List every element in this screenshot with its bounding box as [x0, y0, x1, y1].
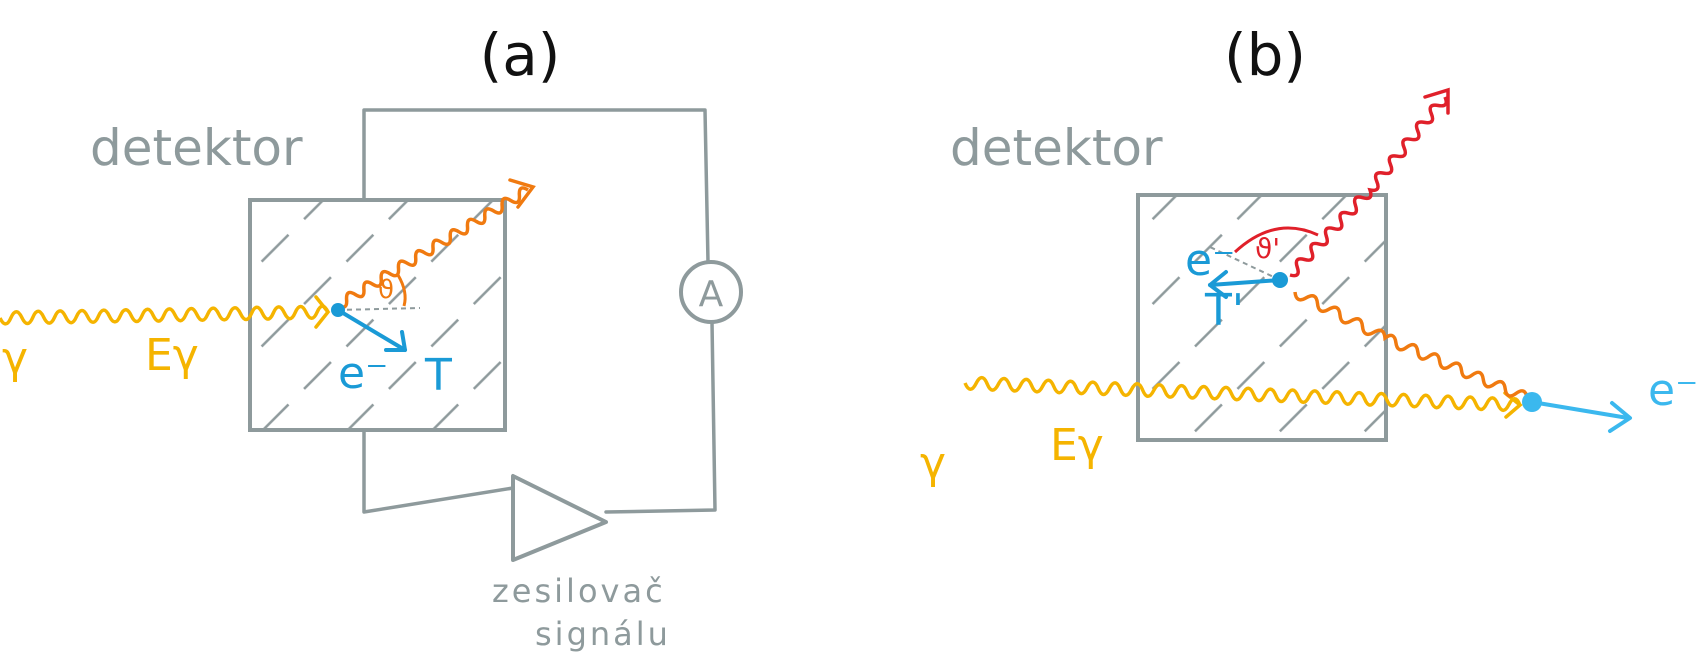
panel-a-incoming-gamma — [0, 304, 330, 326]
panel-b-outer-electron-arrowhead — [1608, 401, 1632, 433]
panel-b-energy-label: Eγ — [1050, 420, 1104, 471]
panel-a-reference-line — [337, 307, 421, 311]
panel-a-electron-label: e⁻ — [338, 348, 388, 399]
panel-b-outer-electron-label: e⁻ — [1648, 365, 1698, 416]
panel-b-detector-label: detektor — [950, 119, 1163, 177]
panel-b-inner-electron-track — [1208, 278, 1282, 287]
panel-b-inner-electron-arrowhead — [1208, 270, 1228, 299]
panel-a: (a) detektor A zesilovač signálu γ Eγ ϑ — [0, 21, 743, 653]
panel-a-kinetic-label: T — [424, 350, 452, 401]
panel-a-label: (a) — [480, 21, 561, 89]
panel-a-gamma-symbol: γ — [2, 333, 28, 384]
panel-a-detector-label: detektor — [90, 119, 303, 177]
panel-a-electron-arrowhead — [384, 330, 407, 352]
panel-b: (b) detektor γ Eγ ϑ' e⁻ T' e⁻ — [920, 21, 1698, 489]
panel-a-angle-label: ϑ — [378, 275, 394, 305]
amplifier-label-line2: signálu — [535, 615, 671, 653]
panel-b-outer-electron-track — [1530, 400, 1630, 420]
panel-a-scattered-arrowhead — [508, 178, 536, 209]
panel-a-electron-track — [336, 308, 407, 352]
panel-a-scattered-photon — [337, 186, 529, 309]
panel-b-angle-label: ϑ' — [1255, 232, 1280, 265]
panel-b-red-arrowhead — [1423, 87, 1450, 115]
panel-a-angle-arc — [396, 274, 407, 307]
panel-a-ammeter: A — [679, 260, 743, 324]
panel-b-scattered-photon-first — [1293, 291, 1529, 399]
panel-a-circuit — [362, 108, 717, 514]
panel-b-label: (b) — [1224, 21, 1306, 89]
panel-b-inner-electron-label: e⁻ — [1185, 235, 1235, 286]
panel-b-kinetic-label: T' — [1204, 285, 1244, 336]
amplifier-label-line1: zesilovač — [492, 572, 666, 610]
panel-b-gamma-symbol: γ — [920, 438, 946, 489]
panel-b-incoming-gamma — [963, 375, 1522, 413]
panel-a-energy-label: Eγ — [145, 330, 199, 381]
panel-b-reference-line — [1209, 246, 1281, 281]
panel-a-amplifier — [511, 474, 608, 562]
ammeter-label: A — [699, 274, 724, 315]
panel-b-scattered-photon-second — [1289, 96, 1448, 278]
panel-a-gamma-arrowhead — [314, 295, 331, 329]
panel-b-angle-arc — [1233, 226, 1319, 254]
